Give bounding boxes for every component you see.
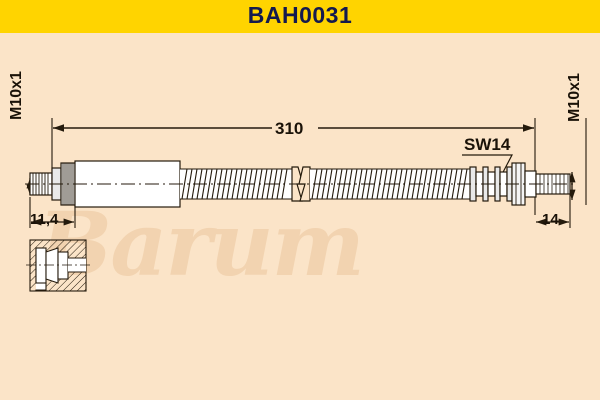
- leader-line-sw14: [462, 154, 513, 179]
- header-bar: [0, 0, 600, 33]
- hose-assembly: [25, 160, 575, 208]
- dimension-label-m10x1-left: M10x1: [8, 71, 25, 120]
- dimension-label-m10x1-right: M10x1: [566, 73, 583, 122]
- page-title: BAH0031: [247, 2, 353, 28]
- dimension-label-length: 310: [275, 119, 304, 138]
- cross-section-detail: [26, 239, 90, 292]
- dimension-label-14: 14: [542, 211, 559, 228]
- dimension-label-sw14: SW14: [464, 135, 511, 154]
- dimension-label-11-4: 11,4: [30, 211, 59, 228]
